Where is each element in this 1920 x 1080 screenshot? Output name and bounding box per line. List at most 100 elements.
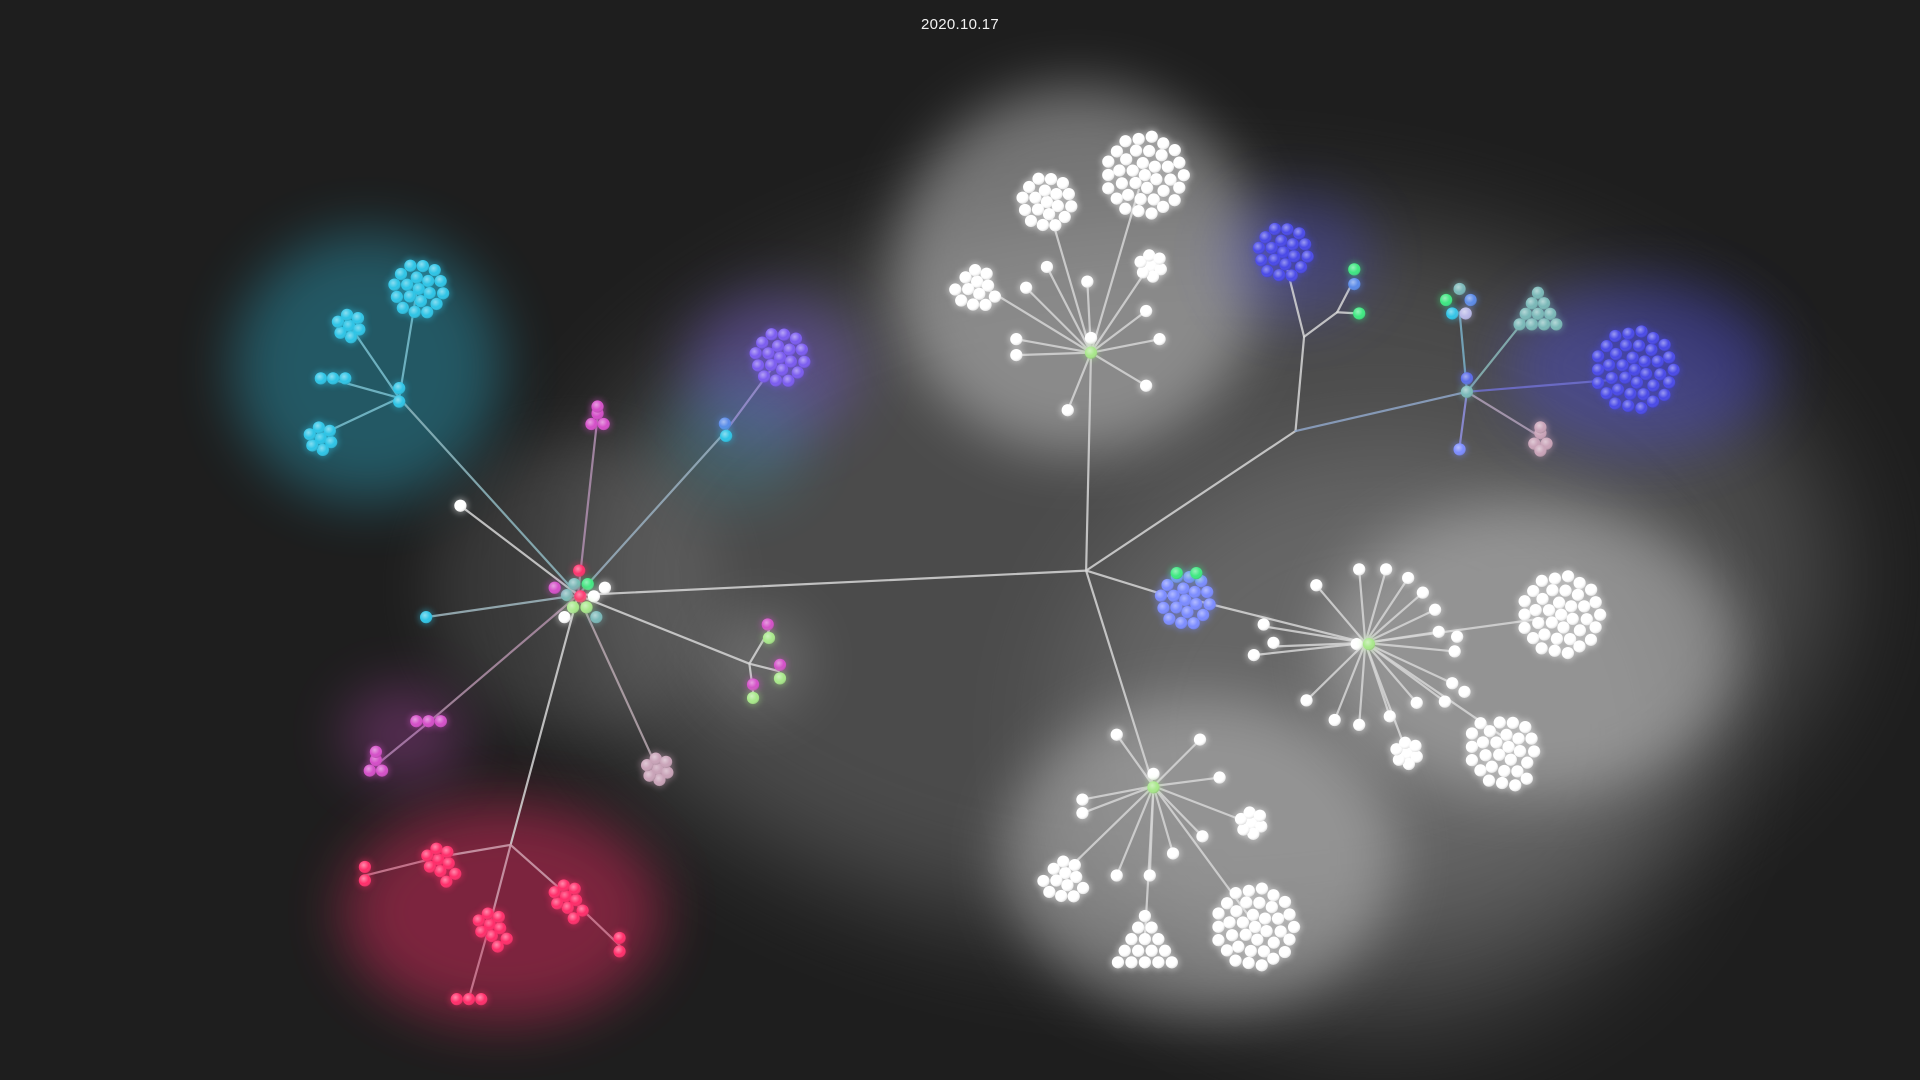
crimson-leaf-node xyxy=(473,991,490,1008)
white-cluster-node xyxy=(1066,857,1083,874)
white-leaf-node xyxy=(1018,279,1035,296)
graph-edge xyxy=(1364,591,1424,644)
magenta-leaf-node xyxy=(759,616,776,633)
crimson-cluster-node xyxy=(438,873,455,890)
periwinkle-cluster-node xyxy=(1185,615,1202,632)
hub-node xyxy=(578,599,595,616)
blue-cluster-node xyxy=(1607,328,1624,344)
graph-edge xyxy=(1089,351,1148,387)
white-cluster-node xyxy=(1551,594,1568,611)
blue-cluster-node xyxy=(1279,221,1296,238)
white-cluster-node xyxy=(1224,927,1241,944)
white-cluster-node xyxy=(1547,570,1563,587)
white-cluster-node xyxy=(1021,179,1038,196)
purple-cluster-node xyxy=(796,353,813,370)
blue-cluster-node xyxy=(1656,336,1673,353)
magenta-leaf-node xyxy=(745,676,762,693)
graph-edge xyxy=(1358,568,1367,644)
hub-node xyxy=(571,562,588,579)
white-cluster-node xyxy=(1560,568,1577,585)
graph-edge xyxy=(1315,584,1367,644)
white-cluster-node xyxy=(1030,170,1047,187)
white-leaf-node xyxy=(1449,628,1466,645)
white-cluster-node xyxy=(1286,919,1303,936)
blue-cluster-node xyxy=(1643,341,1660,358)
white-cluster-node xyxy=(1491,746,1508,763)
white-cluster-node xyxy=(1166,142,1183,159)
green-leaf-node xyxy=(745,690,762,706)
white-cluster-node xyxy=(1113,175,1130,192)
graph-edge xyxy=(1302,311,1339,338)
white-leaf-node xyxy=(1348,636,1365,653)
graph-edge xyxy=(1465,390,1538,436)
graph-edge xyxy=(1364,568,1388,644)
white-leaf-node xyxy=(1444,675,1461,692)
hub-node xyxy=(556,609,573,626)
white-leaf-node xyxy=(1430,623,1447,640)
periwinkle-cluster-node xyxy=(1168,599,1185,616)
white-cluster-node xyxy=(1175,167,1192,184)
crimson-cluster-node xyxy=(489,938,506,955)
white-cluster-node xyxy=(1237,926,1254,943)
white-cluster-node xyxy=(1491,714,1508,731)
graph-edge xyxy=(1364,641,1456,653)
halo-glow xyxy=(710,612,809,711)
white-cluster-node xyxy=(1023,212,1039,229)
white-cluster-node xyxy=(1498,726,1515,743)
node-layer xyxy=(301,128,1682,1008)
blue-cluster-node xyxy=(1598,385,1615,402)
graph-edge xyxy=(1081,785,1155,815)
white-leaf-node xyxy=(1138,377,1155,394)
blue-cluster-node xyxy=(1284,236,1301,253)
white-cluster-node xyxy=(1227,885,1244,902)
white-cluster-node xyxy=(1523,730,1540,747)
white-cluster-node xyxy=(1143,128,1160,145)
blue-cluster-node xyxy=(1590,375,1607,391)
cyan-cluster-node xyxy=(426,262,443,279)
white-cluster-node xyxy=(1041,884,1058,900)
white-cluster-node xyxy=(1136,954,1153,971)
graph-edge xyxy=(1081,785,1155,801)
white-leaf-node xyxy=(1427,601,1444,618)
white-cluster-node xyxy=(1463,752,1480,769)
green-leaf-node xyxy=(1351,305,1368,322)
white-cluster-node xyxy=(1163,954,1180,971)
white-cluster-node xyxy=(1563,598,1580,615)
blue-cluster-node xyxy=(1253,252,1270,269)
white-cluster-node xyxy=(1276,944,1293,961)
white-cluster-node xyxy=(1060,186,1077,203)
halo-glow xyxy=(1004,697,1396,1017)
white-cluster-node xyxy=(1544,582,1561,599)
graph-edge xyxy=(1089,188,1140,354)
blue-cluster-node xyxy=(1622,385,1639,402)
blue-cluster-node xyxy=(1283,267,1300,284)
cyan-cluster-node xyxy=(432,273,449,290)
cyan-leaf-node xyxy=(418,609,435,626)
white-cluster-node xyxy=(1171,179,1188,196)
blue-cluster-node xyxy=(1590,361,1607,378)
white-leaf-node xyxy=(1255,616,1272,633)
cyan-cluster-node xyxy=(312,370,329,387)
white-cluster-node xyxy=(1136,931,1153,948)
periwinkle-cluster-node xyxy=(1201,596,1218,613)
magenta-cluster-node xyxy=(432,713,449,730)
graph-edge xyxy=(1066,351,1093,412)
magenta-cluster-node xyxy=(374,762,390,779)
white-cluster-node xyxy=(1150,931,1167,948)
white-cluster-node xyxy=(1543,614,1560,631)
purple-cluster-node xyxy=(750,357,767,374)
halo-glow xyxy=(661,379,809,503)
cyan-cluster-node xyxy=(391,393,408,410)
cyan-cluster-node xyxy=(402,257,419,274)
white-cluster-node xyxy=(1242,943,1259,959)
white-cluster-node xyxy=(1130,131,1147,147)
hub-node xyxy=(596,579,613,596)
white-cluster-node xyxy=(1281,906,1298,923)
graph-edge xyxy=(1089,309,1148,354)
crimson-leaf-node xyxy=(448,991,465,1008)
white-cluster-node xyxy=(1143,942,1160,959)
white-leaf-node xyxy=(1074,805,1091,822)
white-leaf-node xyxy=(1408,694,1425,711)
blue-cluster-node xyxy=(1645,330,1662,347)
